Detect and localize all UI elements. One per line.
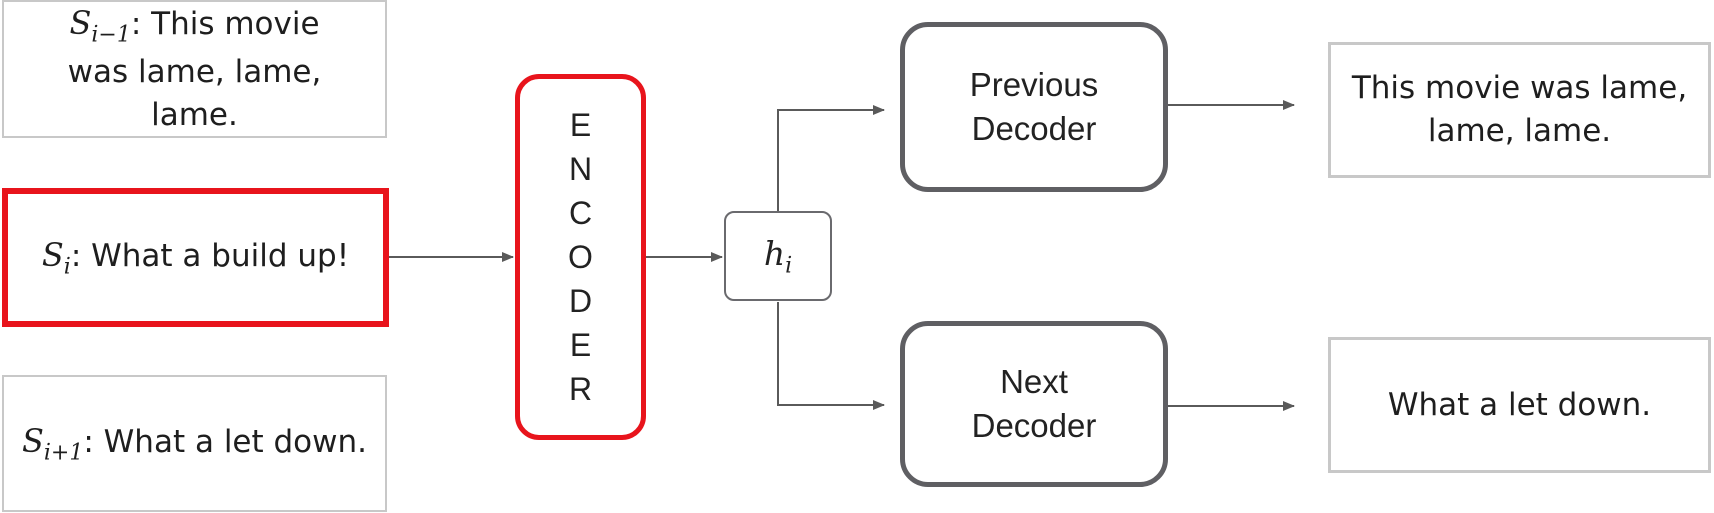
hidden-state-box: hi — [724, 211, 832, 301]
sentence-prev-box: Si−1: This movie was lame, lame, lame. — [2, 0, 387, 138]
sentence-next-symbol: Si+1 — [21, 421, 84, 466]
sentence-prev-text: : This movie was lame, lame, lame. — [67, 6, 322, 133]
output-previous-text: This movie was lame, lame, lame. — [1351, 70, 1688, 149]
output-next-text: What a let down. — [1387, 386, 1652, 423]
hidden-state-label: hi — [763, 233, 793, 279]
encoder-letter: O — [568, 239, 593, 275]
previous-decoder-box: Previous Decoder — [900, 22, 1168, 192]
arrow-hidden-to-previous-decoder — [777, 105, 885, 212]
encoder-letter: D — [568, 283, 593, 319]
sentence-current-box: Si: What a build up! — [2, 188, 389, 327]
next-decoder-box: Next Decoder — [900, 321, 1168, 487]
previous-decoder-label: Previous Decoder — [969, 66, 1099, 147]
next-decoder-label: Next Decoder — [971, 363, 1097, 444]
encoder-block: E N C O D E R — [515, 74, 646, 440]
encoder-letter: C — [568, 195, 593, 231]
encoder-letter: E — [569, 107, 592, 143]
output-next-box: What a let down. — [1328, 337, 1711, 473]
arrow-hidden-to-next-decoder — [777, 302, 885, 410]
encoder-letter: E — [569, 327, 592, 363]
sentence-current-text: : What a build up! — [70, 237, 350, 274]
sentence-next-text: : What a let down. — [83, 423, 368, 460]
sentence-current-symbol: Si — [41, 235, 71, 280]
sentence-next-box: Si+1: What a let down. — [2, 375, 387, 512]
sentence-prev-symbol: Si−1 — [69, 4, 131, 48]
encoder-letter: N — [568, 151, 593, 187]
output-previous-box: This movie was lame, lame, lame. — [1328, 42, 1711, 178]
encoder-letter: R — [568, 371, 593, 407]
